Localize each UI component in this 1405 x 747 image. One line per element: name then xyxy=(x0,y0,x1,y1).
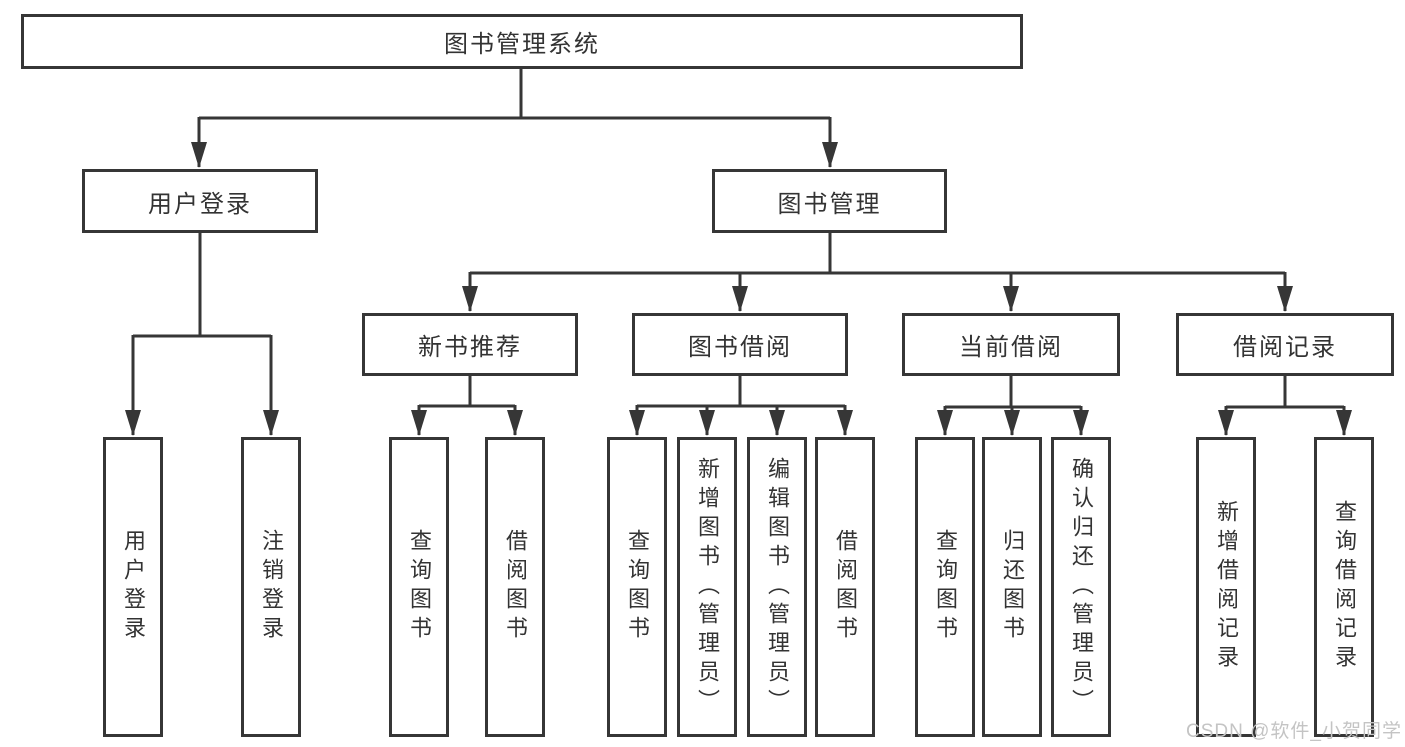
node-user-login-label: 用户登录 xyxy=(148,190,252,218)
leaf-user-login: 用户登录 xyxy=(103,437,163,737)
node-book-management: 图书管理 xyxy=(712,169,947,233)
leaf-borrow-books-recommend-label: 借阅图书 xyxy=(503,529,528,645)
leaf-return-book: 归还图书 xyxy=(982,437,1042,737)
leaf-edit-book-admin: 编辑图书（管理员） xyxy=(747,437,807,737)
leaf-add-book-admin-label: 新增图书（管理员） xyxy=(695,456,720,718)
leaf-add-borrow-record-label: 新增借阅记录 xyxy=(1214,500,1239,674)
leaf-query-books-recommend: 查询图书 xyxy=(389,437,449,737)
leaf-query-borrow-record-label: 查询借阅记录 xyxy=(1332,500,1357,674)
leaf-query-books-current: 查询图书 xyxy=(915,437,975,737)
node-new-book-recommend: 新书推荐 xyxy=(362,313,578,376)
node-new-book-recommend-label: 新书推荐 xyxy=(418,334,522,361)
leaf-user-login-label: 用户登录 xyxy=(121,529,146,645)
leaf-borrow-books-label: 借阅图书 xyxy=(833,529,858,645)
leaf-add-book-admin: 新增图书（管理员） xyxy=(677,437,737,737)
node-library-system: 图书管理系统 xyxy=(21,14,1023,69)
leaf-borrow-books: 借阅图书 xyxy=(815,437,875,737)
leaf-query-books-recommend-label: 查询图书 xyxy=(407,529,432,645)
node-borrow-records-label: 借阅记录 xyxy=(1233,334,1337,361)
node-book-borrow-label: 图书借阅 xyxy=(688,334,792,361)
leaf-query-books-current-label: 查询图书 xyxy=(933,529,958,645)
csdn-watermark: CSDN @软件_小贺同学 xyxy=(1186,721,1402,742)
leaf-logout-label: 注销登录 xyxy=(259,529,284,645)
leaf-borrow-books-recommend: 借阅图书 xyxy=(485,437,545,737)
leaf-query-books-borrow: 查询图书 xyxy=(607,437,667,737)
node-current-borrow: 当前借阅 xyxy=(902,313,1120,376)
node-library-system-label: 图书管理系统 xyxy=(444,31,600,58)
leaf-logout: 注销登录 xyxy=(241,437,301,737)
leaf-query-books-borrow-label: 查询图书 xyxy=(625,529,650,645)
leaf-return-book-label: 归还图书 xyxy=(1000,529,1025,645)
node-borrow-records: 借阅记录 xyxy=(1176,313,1394,376)
node-user-login: 用户登录 xyxy=(82,169,318,233)
node-book-borrow: 图书借阅 xyxy=(632,313,848,376)
node-current-borrow-label: 当前借阅 xyxy=(959,334,1063,361)
leaf-confirm-return-admin-label: 确认归还（管理员） xyxy=(1069,456,1094,718)
node-book-management-label: 图书管理 xyxy=(777,190,882,218)
leaf-confirm-return-admin: 确认归还（管理员） xyxy=(1051,437,1111,737)
leaf-add-borrow-record: 新增借阅记录 xyxy=(1196,437,1256,737)
leaf-edit-book-admin-label: 编辑图书（管理员） xyxy=(765,456,790,718)
leaf-query-borrow-record: 查询借阅记录 xyxy=(1314,437,1374,737)
